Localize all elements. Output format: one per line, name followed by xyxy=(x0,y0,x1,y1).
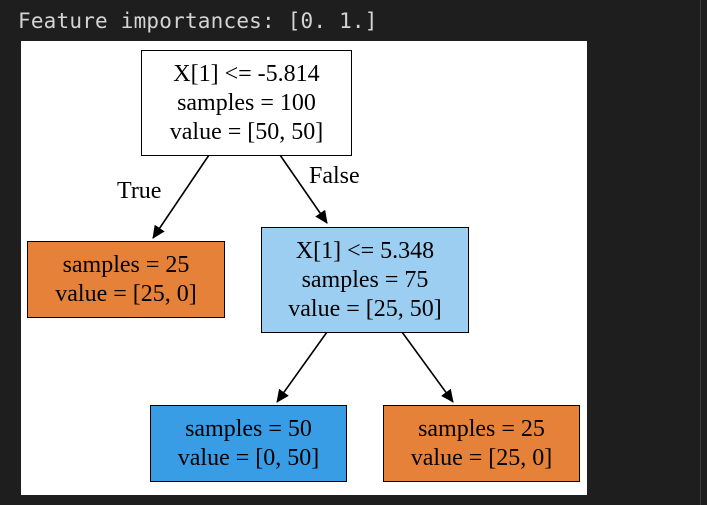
stdout-text: Feature importances: [0. 1.] xyxy=(18,9,378,33)
edge-right-to-left-leaf xyxy=(276,331,328,403)
node-samples: samples = 50 xyxy=(185,415,312,442)
tree-node-root: X[1] <= -5.814 samples = 100 value = [50… xyxy=(141,50,352,156)
edge-label-false: False xyxy=(309,163,360,189)
edge-label-true: True xyxy=(117,178,162,204)
node-samples: samples = 75 xyxy=(301,266,429,293)
tree-node-right-split: X[1] <= 5.348 samples = 75 value = [25, … xyxy=(261,227,469,333)
node-value: value = [25, 50] xyxy=(288,295,442,322)
node-samples: samples = 100 xyxy=(177,89,316,116)
node-value: value = [50, 50] xyxy=(169,118,324,145)
edge-right-to-right-leaf xyxy=(401,331,454,403)
edge-root-to-right xyxy=(279,154,328,224)
tree-edges xyxy=(152,154,454,403)
output-scroll-edge xyxy=(700,0,701,505)
tree-node-right-left-leaf: samples = 50 value = [0, 50] xyxy=(150,405,347,482)
node-split-condition: X[1] <= 5.348 xyxy=(295,237,435,264)
node-split-condition: X[1] <= -5.814 xyxy=(173,60,320,87)
tree-node-left-leaf: samples = 25 value = [25, 0] xyxy=(27,241,225,318)
tree-node-right-right-leaf: samples = 25 value = [25, 0] xyxy=(383,405,580,482)
node-samples: samples = 25 xyxy=(418,415,545,442)
node-value: value = [0, 50] xyxy=(177,444,320,471)
node-value: value = [25, 0] xyxy=(55,280,197,307)
node-value: value = [25, 0] xyxy=(410,444,553,471)
decision-tree-plot: X[1] <= -5.814 samples = 100 value = [50… xyxy=(21,41,587,495)
node-samples: samples = 25 xyxy=(62,251,190,278)
edge-root-to-left xyxy=(152,154,210,239)
